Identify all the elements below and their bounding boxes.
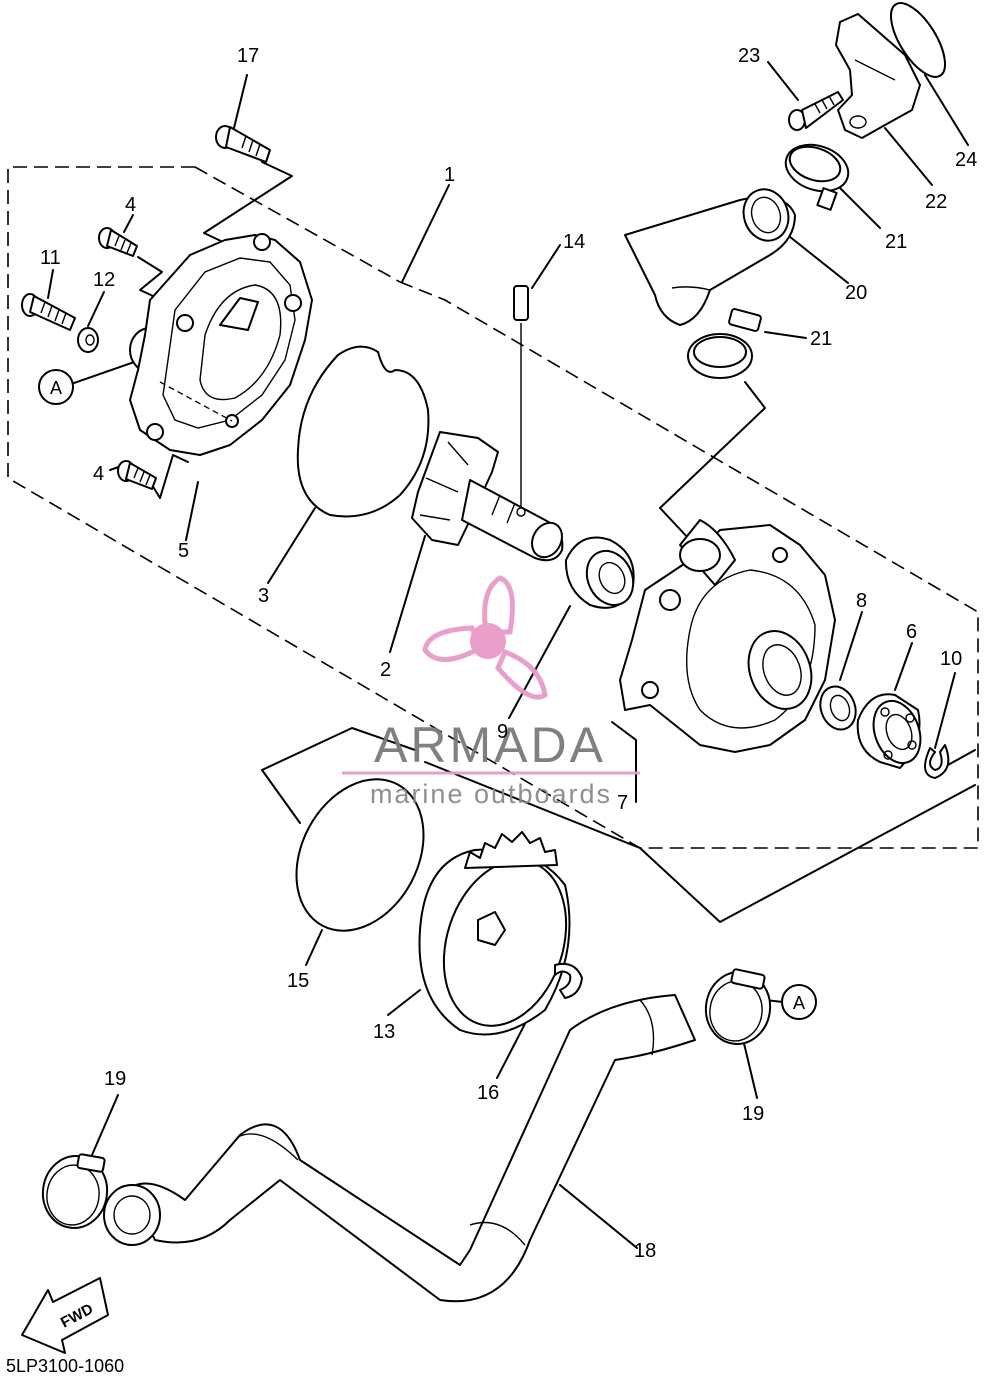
outlet-fitting-group — [788, 2, 946, 139]
screw-4-top — [98, 227, 138, 257]
callout-22: 22 — [925, 191, 947, 213]
armada-watermark: ARMADA marine outboards — [342, 575, 640, 809]
callout-7: 7 — [617, 792, 628, 814]
callout-4: 4 — [93, 463, 104, 485]
callout-19: 19 — [742, 1103, 764, 1125]
gasket-15 — [295, 778, 425, 932]
oil-seal-8 — [819, 685, 857, 731]
diagram-code: 5LP3100-1060 — [6, 1356, 124, 1376]
pump-cover-group — [21, 125, 313, 490]
watermark-brand: ARMADA — [374, 717, 606, 773]
bolt-23 — [788, 91, 844, 131]
callout-19: 19 — [104, 1068, 126, 1090]
hose-20-group — [624, 143, 850, 379]
pump-cover-5 — [129, 234, 313, 456]
svg-text:A: A — [793, 993, 805, 1013]
circlip-10 — [924, 744, 950, 779]
callout-24: 24 — [955, 149, 977, 171]
callout-21: 21 — [885, 231, 907, 253]
hose-clamp-21-top — [784, 143, 850, 211]
screw-4-bottom — [117, 460, 157, 490]
propeller-hub — [470, 623, 506, 659]
pump-housing-7 — [619, 519, 836, 753]
callout-9: 9 — [497, 721, 508, 743]
washer-12 — [77, 327, 99, 353]
propeller-logo-icon — [422, 575, 548, 700]
callout-4: 4 — [125, 194, 136, 216]
outlet-joint-22 — [835, 13, 921, 139]
gasket-3 — [296, 345, 430, 518]
callout-21: 21 — [810, 328, 832, 350]
callout-13: 13 — [373, 1021, 395, 1043]
callout-3: 3 — [258, 585, 269, 607]
callout-labels: 17 1 4 11 12 4 5 3 14 2 9 23 24 22 21 20… — [40, 45, 977, 1262]
hose-clamp-21-middle — [687, 308, 762, 379]
callout-16: 16 — [477, 1082, 499, 1104]
callout-20: 20 — [845, 282, 867, 304]
svg-text:A: A — [50, 378, 62, 398]
seal-9 — [564, 536, 635, 609]
driven-gear-13 — [418, 831, 571, 1036]
callout-15: 15 — [287, 970, 309, 992]
hose-clamp-19-left — [41, 1153, 109, 1229]
bearing-6 — [856, 693, 922, 769]
callout-1: 1 — [444, 164, 455, 186]
bolt-11 — [21, 293, 76, 331]
callout-17: 17 — [237, 45, 259, 67]
impeller-shaft-group — [411, 285, 564, 562]
hose-18 — [103, 994, 696, 1303]
callout-6: 6 — [906, 621, 917, 643]
callout-8: 8 — [856, 590, 867, 612]
watermark-tagline: marine outboards — [370, 779, 612, 809]
leader-lines — [47, 61, 976, 1249]
callout-2: 2 — [380, 659, 391, 681]
callout-14: 14 — [563, 231, 585, 253]
callout-5: 5 — [178, 540, 189, 562]
pin-14 — [513, 285, 529, 321]
pump-assembly-boundary — [7, 166, 979, 849]
callout-11: 11 — [40, 247, 61, 269]
reference-marker-a-right: A — [781, 984, 817, 1020]
forward-direction-arrow: FWD — [21, 1277, 109, 1354]
callout-12: 12 — [93, 269, 115, 291]
bolt-17 — [215, 125, 271, 163]
callout-10: 10 — [940, 648, 962, 670]
callout-18: 18 — [634, 1240, 656, 1262]
gasket-24 — [890, 2, 946, 78]
callout-23: 23 — [738, 45, 760, 67]
reference-marker-a-left: A — [38, 369, 74, 405]
circlip-16 — [554, 962, 583, 999]
hose-clamp-19-right — [704, 968, 772, 1045]
